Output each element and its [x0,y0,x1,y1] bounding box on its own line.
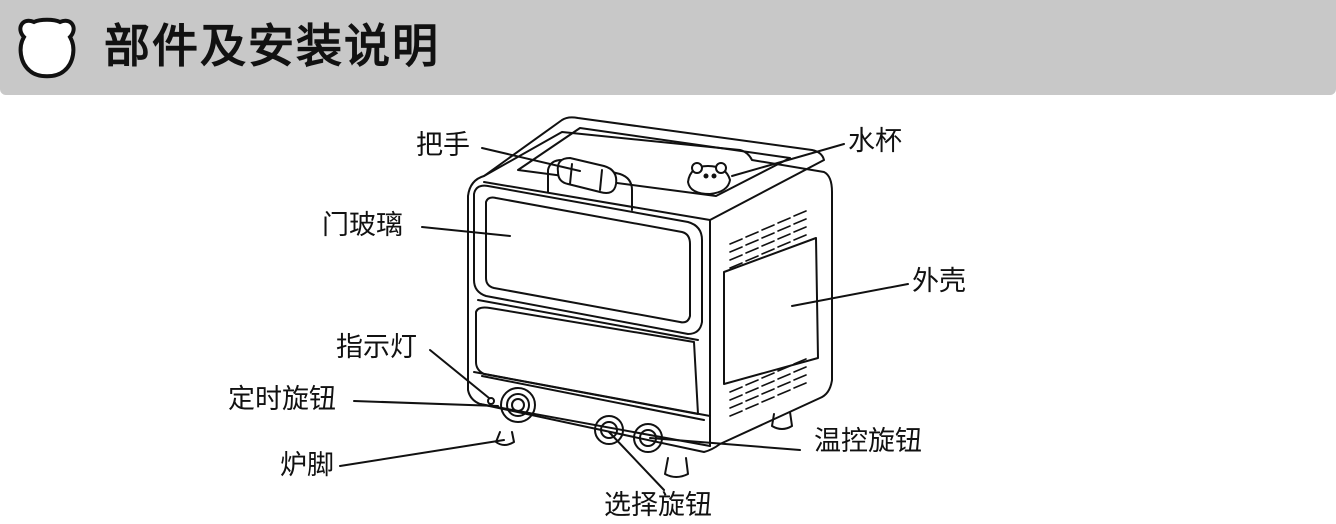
side-window [723,237,819,385]
label-water-cup: 水杯 [848,126,902,157]
callout-lines [339,143,909,491]
page-title: 部件及安装说明 [104,19,440,73]
label-housing: 外壳 [912,266,966,297]
label-handle: 把手 [416,130,470,161]
door-glass [485,196,691,324]
label-select-knob: 选择旋钮 [604,490,712,521]
label-door-glass: 门玻璃 [322,210,403,241]
label-temp-knob: 温控旋钮 [814,426,922,457]
oven-top [483,116,825,221]
oven-body [467,131,833,453]
oven-foot [771,411,793,430]
label-oven-feet: 炉脚 [280,450,334,481]
oven-foot [664,457,689,478]
control-panel [473,371,711,447]
select-knob [594,415,624,445]
side-vents [729,210,807,417]
label-timer-knob: 定时旋钮 [228,384,336,415]
timer-knob [500,387,536,423]
header-bar: 部件及安装说明 [0,0,1336,95]
bear-head-icon [18,17,76,79]
indicator-light [487,397,495,405]
label-indicator-light: 指示灯 [336,332,417,363]
oven-foot [495,431,515,446]
door-frame [473,184,703,335]
